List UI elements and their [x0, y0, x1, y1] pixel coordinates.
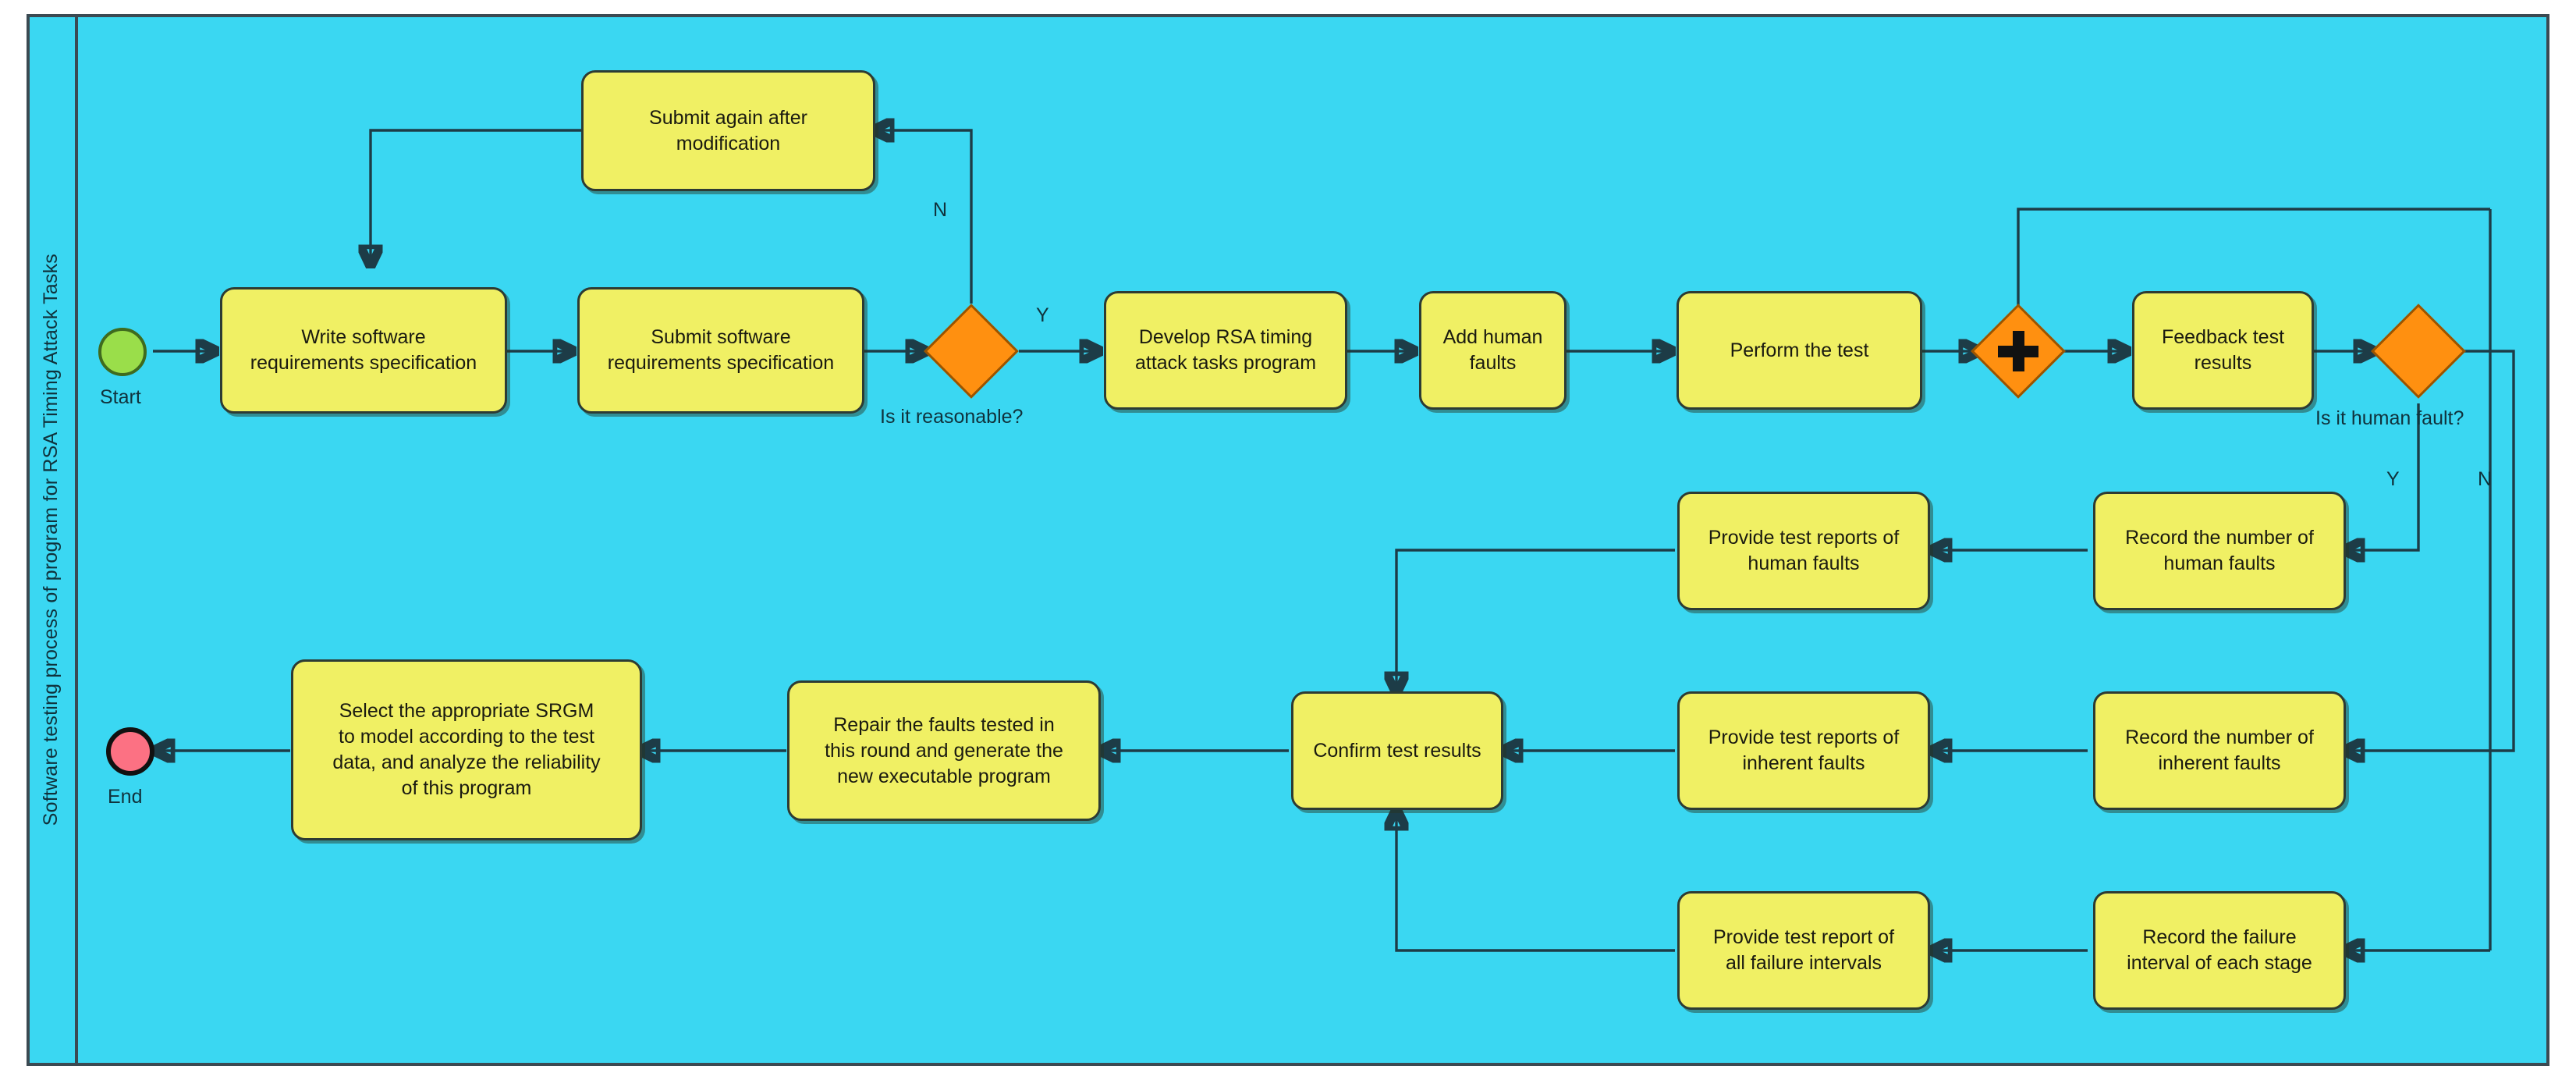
start-event-label: Start [100, 386, 141, 408]
gateway-is-human-fault-label: Is it human fault? [2315, 407, 2464, 429]
task-report-failure-intervals-line2: all failure intervals [1725, 952, 1882, 974]
task-submit-again-line1: Submit again after [649, 106, 807, 129]
task-submit-srs[interactable]: Submit software requirements specificati… [577, 287, 864, 414]
task-record-human-faults-line2: human faults [2163, 552, 2276, 574]
edge-label-human-fault-yes: Y [2386, 468, 2400, 490]
task-develop-rsa-line2: attack tasks program [1134, 352, 1317, 374]
task-report-inherent-faults-line2: inherent faults [1742, 752, 1865, 774]
task-record-human-faults-line1: Record the number of [2125, 527, 2314, 549]
edge-label-reasonable-no: N [933, 199, 948, 221]
task-report-failure-intervals-line1: Provide test report of [1712, 926, 1895, 948]
task-select-srgm-line2: to model according to the test [339, 726, 594, 748]
task-feedback-results-line2: results [2194, 352, 2252, 374]
task-feedback-results-line1: Feedback test [2161, 326, 2285, 348]
task-write-srs-line2: requirements specification [250, 352, 477, 374]
task-write-srs[interactable]: Write software requirements specificatio… [220, 287, 507, 414]
task-add-human-faults[interactable]: Add human faults [1419, 291, 1567, 410]
pool-lane-label-text: Software testing process of program for … [39, 254, 62, 826]
task-submit-srs-line2: requirements specification [607, 352, 835, 374]
task-submit-srs-line1: Submit software [651, 326, 791, 348]
task-report-human-faults-line1: Provide test reports of [1708, 527, 1900, 549]
task-select-srgm-line1: Select the appropriate SRGM [339, 700, 594, 722]
start-event[interactable] [98, 328, 147, 376]
task-add-human-faults-line1: Add human [1442, 326, 1543, 348]
task-develop-rsa[interactable]: Develop RSA timing attack tasks program [1104, 291, 1347, 410]
task-record-inherent-faults-line2: inherent faults [2158, 752, 2281, 774]
task-record-inherent-faults[interactable]: Record the number of inherent faults [2093, 691, 2346, 810]
gateway-is-human-fault-symbol [2387, 320, 2450, 382]
task-submit-again[interactable]: Submit again after modification [581, 70, 875, 191]
task-report-inherent-faults-line1: Provide test reports of [1708, 727, 1900, 748]
task-repair-faults-line3: new executable program [837, 765, 1051, 787]
task-select-srgm[interactable]: Select the appropriate SRGM to model acc… [291, 659, 642, 840]
end-event[interactable] [106, 727, 154, 776]
task-record-inherent-faults-line1: Record the number of [2125, 727, 2314, 748]
task-perform-test-line1: Perform the test [1730, 339, 1869, 361]
edge-label-human-fault-no: N [2478, 468, 2493, 490]
task-report-failure-intervals[interactable]: Provide test report of all failure inter… [1677, 891, 1930, 1010]
task-record-failure-interval-line1: Record the failure [2142, 926, 2297, 948]
plus-icon-vertical [2012, 331, 2024, 371]
task-repair-faults[interactable]: Repair the faults tested in this round a… [787, 680, 1101, 821]
gateway-is-reasonable-label: Is it reasonable? [880, 406, 1024, 428]
task-report-human-faults-line2: human faults [1747, 552, 1860, 574]
task-submit-again-line2: modification [676, 132, 781, 155]
task-develop-rsa-line1: Develop RSA timing [1138, 326, 1313, 348]
task-record-failure-interval-line2: interval of each stage [2127, 952, 2312, 974]
task-perform-test[interactable]: Perform the test [1677, 291, 1922, 410]
edge-label-reasonable-yes: Y [1036, 304, 1049, 326]
task-select-srgm-line3: data, and analyze the reliability [332, 751, 601, 773]
task-repair-faults-line2: this round and generate the [825, 739, 1063, 762]
task-add-human-faults-line2: faults [1469, 352, 1517, 374]
gateway-is-reasonable-symbol [940, 320, 1002, 382]
task-write-srs-line1: Write software [301, 326, 426, 348]
task-report-human-faults[interactable]: Provide test reports of human faults [1677, 492, 1930, 610]
pool-lane-label: Software testing process of program for … [27, 14, 78, 1066]
task-report-inherent-faults[interactable]: Provide test reports of inherent faults [1677, 691, 1930, 810]
task-repair-faults-line1: Repair the faults tested in [833, 713, 1055, 736]
gateway-parallel-split-symbol [1987, 320, 2049, 382]
task-record-failure-interval[interactable]: Record the failure interval of each stag… [2093, 891, 2346, 1010]
task-confirm-test-results-line1: Confirm test results [1313, 739, 1481, 762]
task-select-srgm-line4: of this program [401, 777, 532, 799]
task-confirm-test-results[interactable]: Confirm test results [1291, 691, 1503, 810]
task-feedback-results[interactable]: Feedback test results [2132, 291, 2314, 410]
end-event-label: End [108, 786, 143, 808]
task-record-human-faults[interactable]: Record the number of human faults [2093, 492, 2346, 610]
